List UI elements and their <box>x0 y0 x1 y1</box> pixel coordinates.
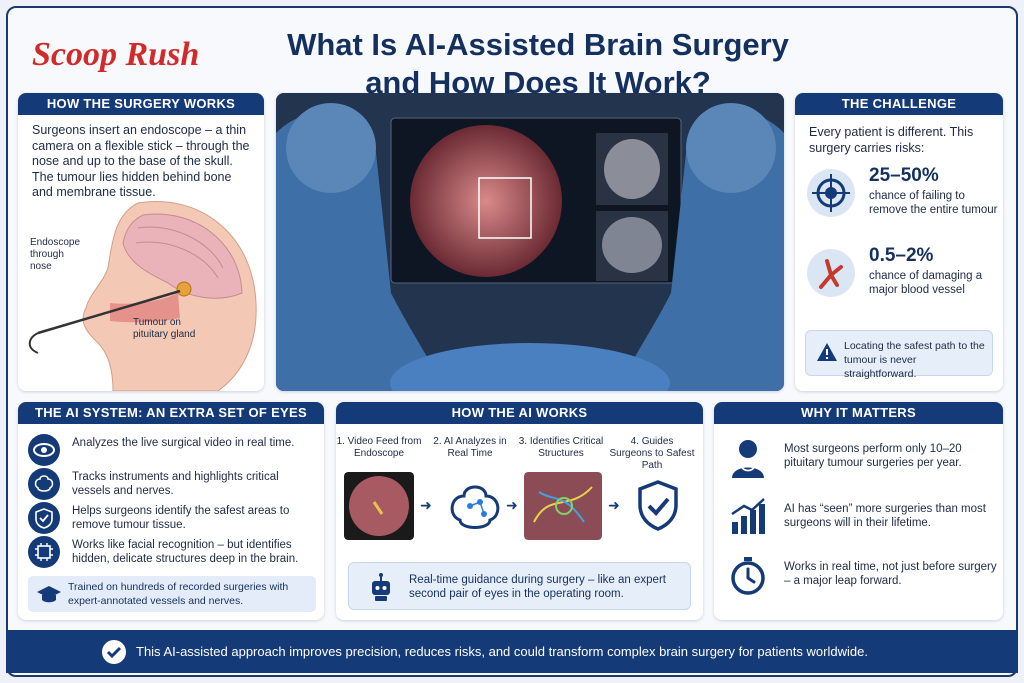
ai-item-text: Tracks instruments and highlights critic… <box>72 471 279 497</box>
challenge-heading: THE CHALLENGE <box>795 93 1003 115</box>
warning-callout: Locating the safest path to the tumour i… <box>805 330 993 380</box>
how-surgery-panel: HOW THE SURGERY WORKS Surgeons insert an… <box>18 93 264 391</box>
ai-item: Analyzes the live surgical video in real… <box>28 434 318 470</box>
ai-item: Tracks instruments and highlights critic… <box>28 468 318 504</box>
graduation-cap-icon <box>37 586 61 603</box>
stat-desc: chance of damaging a major blood vessel <box>869 270 983 296</box>
title-line-1: What Is AI-Assisted Brain Surgery <box>287 27 789 62</box>
how-surgery-heading: HOW THE SURGERY WORKS <box>18 93 264 115</box>
how-surgery-body: Surgeons insert an endoscope – a thin ca… <box>32 123 250 199</box>
training-callout: Trained on hundreds of recorded surgerie… <box>28 576 316 612</box>
stopwatch-icon <box>731 557 765 595</box>
why-item-text: Works in real time, not just before surg… <box>784 561 997 587</box>
chip-icon <box>28 536 60 568</box>
why-item: AI has “seen” more surgeries than most s… <box>728 496 998 544</box>
growth-chart-icon <box>731 498 765 534</box>
operating-room-photo <box>276 93 784 391</box>
step-label: 1. Video Feed from Endoscope <box>336 436 422 459</box>
training-text: Trained on hundreds of recorded surgerie… <box>68 581 289 607</box>
label-endoscope-3: nose <box>30 261 52 272</box>
arrow-icon: ➜ <box>420 497 432 513</box>
stat-desc: chance of failing to remove the entire t… <box>869 190 998 216</box>
video-feed-thumbnail <box>344 472 414 540</box>
why-item: Most surgeons perform only 10–20 pituita… <box>728 436 998 484</box>
step-label: 4. Guides Surgeons to Safest Path <box>609 436 695 471</box>
step-label: 2. AI Analyzes in Real Time <box>433 436 507 459</box>
stat-value: 25–50% <box>869 165 939 186</box>
label-tumour-2: pituitary gland <box>133 329 195 340</box>
challenge-intro: Every patient is different. This surgery… <box>809 125 974 155</box>
critical-structures-thumbnail <box>524 472 602 540</box>
label-endoscope-2: through <box>30 249 64 260</box>
why-item-text: AI has “seen” more surgeries than most s… <box>784 503 986 529</box>
ai-item: Helps surgeons identify the safest areas… <box>28 502 318 538</box>
why-item-text: Most surgeons perform only 10–20 pituita… <box>784 443 962 469</box>
robot-icon <box>372 573 390 601</box>
ai-works-heading: HOW THE AI WORKS <box>336 402 703 424</box>
page-title: What Is AI-Assisted Brain Surgery and Ho… <box>258 26 818 102</box>
why-matters-panel: WHY IT MATTERS Most surgeons perform onl… <box>714 402 1003 620</box>
badge-check-icon <box>102 640 126 664</box>
ai-system-heading: THE AI SYSTEM: AN EXTRA SET OF EYES <box>18 402 324 424</box>
target-icon <box>807 169 855 217</box>
ai-item: Works like facial recognition – but iden… <box>28 536 318 572</box>
tumour-marker-icon <box>176 281 192 297</box>
ai-system-panel: THE AI SYSTEM: AN EXTRA SET OF EYES Anal… <box>18 402 324 620</box>
surgery-scene-illustration <box>276 93 784 391</box>
ai-item-text: Works like facial recognition – but iden… <box>72 539 299 565</box>
stat-blood-vessel: 0.5–2% chance of damaging a major blood … <box>807 245 997 315</box>
realtime-text: Real-time guidance during surgery – like… <box>409 574 666 600</box>
warning-icon <box>817 343 837 361</box>
shield-check-icon <box>28 502 60 534</box>
blood-vessel-icon <box>807 249 855 297</box>
label-tumour-1: Tumour on <box>133 317 181 328</box>
eye-icon <box>28 434 60 466</box>
stat-tumour-removal: 25–50% chance of failing to remove the e… <box>807 165 997 235</box>
footer-text: This AI-assisted approach improves preci… <box>136 644 868 659</box>
brand-logo: Scoop Rush <box>32 36 200 73</box>
arrow-icon: ➜ <box>506 497 518 513</box>
shield-check-icon <box>638 480 678 531</box>
ai-item-text: Analyzes the live surgical video in real… <box>72 437 295 449</box>
brain-icon <box>28 468 60 500</box>
why-matters-heading: WHY IT MATTERS <box>714 402 1003 424</box>
ai-brain-icon <box>450 485 500 529</box>
arrow-icon: ➜ <box>608 497 620 513</box>
endoscope-view <box>410 125 562 277</box>
stat-value: 0.5–2% <box>869 245 934 266</box>
realtime-callout: Real-time guidance during surgery – like… <box>348 562 691 610</box>
surgeon-icon <box>732 440 764 478</box>
label-endoscope-1: Endoscope <box>30 237 80 248</box>
step-label: 3. Identifies Critical Structures <box>518 436 604 459</box>
head-anatomy-illustration: Endoscope through nose Tumour on pituita… <box>28 201 257 391</box>
footer-banner: This AI-assisted approach improves preci… <box>6 630 1018 673</box>
ai-works-panel: HOW THE AI WORKS 1. Video Feed from Endo… <box>336 402 703 620</box>
why-item: Works in real time, not just before surg… <box>728 554 998 602</box>
ai-item-text: Helps surgeons identify the safest areas… <box>72 505 290 531</box>
warning-text: Locating the safest path to the tumour i… <box>844 340 985 380</box>
challenge-panel: THE CHALLENGE Every patient is different… <box>795 93 1003 391</box>
